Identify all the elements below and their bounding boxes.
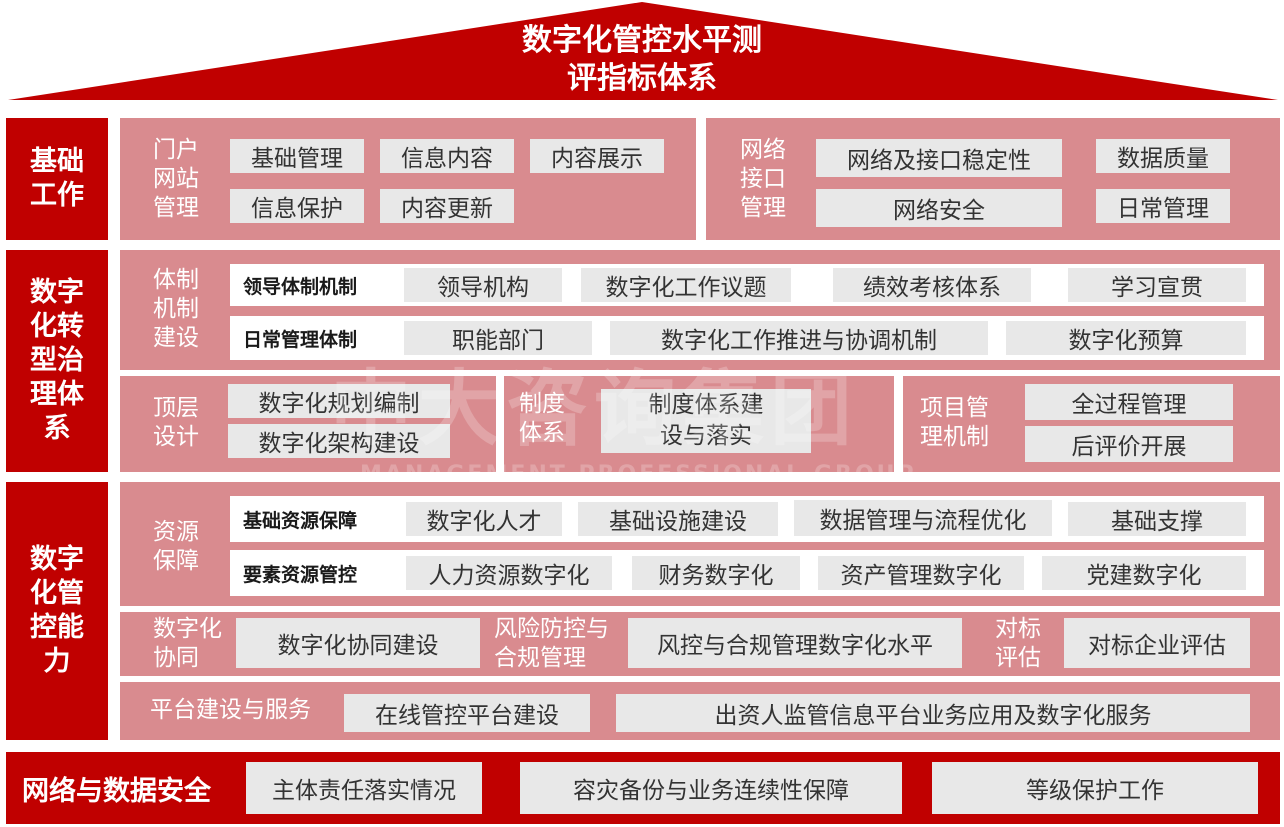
network-item-data-quality: 数据质量 <box>1096 139 1230 173</box>
project-label: 项目管 理机制 <box>920 395 989 450</box>
resource-row1-label: 基础资源保障 <box>243 509 358 532</box>
resource-item-finance: 财务数字化 <box>632 556 800 590</box>
resource-row2-label: 要素资源管控 <box>243 563 358 586</box>
portal-item-info-content: 信息内容 <box>380 139 514 173</box>
project-item-post-eval: 后评价开展 <box>1025 426 1233 462</box>
system-item-performance: 绩效考核体系 <box>833 268 1031 302</box>
benchmark-label: 对标 评估 <box>995 616 1041 671</box>
page-title: 数字化管控水平测 评指标体系 <box>522 23 762 96</box>
rules-label: 制度 体系 <box>519 391 565 446</box>
system-item-leader-org: 领导机构 <box>404 268 562 302</box>
section-label-governance: 数字 化转 型治 理体 系 <box>6 250 108 472</box>
security-item-level-protection: 等级保护工作 <box>932 762 1258 814</box>
system-row2-label: 日常管理体制 <box>243 328 358 351</box>
system-item-study: 学习宣贯 <box>1068 268 1246 302</box>
system-item-budget: 数字化预算 <box>1006 321 1246 355</box>
security-item-responsibility: 主体责任落实情况 <box>246 762 482 814</box>
system-item-agenda: 数字化工作议题 <box>581 268 791 302</box>
system-label: 体制 机制 建设 <box>153 267 199 351</box>
top-design-label: 顶层 设计 <box>153 395 199 450</box>
resource-item-party: 党建数字化 <box>1042 556 1246 590</box>
network-item-security: 网络安全 <box>816 189 1062 227</box>
portal-item-basic-mgmt: 基础管理 <box>230 139 364 173</box>
roof <box>8 2 1278 100</box>
system-item-coordination: 数字化工作推进与协调机制 <box>610 321 988 355</box>
system-item-dept: 职能部门 <box>404 321 592 355</box>
network-item-stability: 网络及接口稳定性 <box>816 139 1062 177</box>
rules-item: 制度体系建 设与落实 <box>601 389 811 453</box>
section-label-capability: 数字 化管 控能 力 <box>6 482 108 740</box>
roof-shape <box>8 2 1278 100</box>
network-label: 网络 接口 管理 <box>740 137 786 221</box>
resource-item-support: 基础支撑 <box>1068 502 1246 536</box>
system-row1-label: 领导体制机制 <box>243 275 358 298</box>
collab-item: 数字化协同建设 <box>236 618 480 668</box>
security-label: 网络与数据安全 <box>22 775 211 807</box>
platform-label: 平台建设与服务 <box>150 697 311 723</box>
resource-item-talent: 数字化人才 <box>406 502 562 536</box>
section-label-basic: 基础 工作 <box>6 118 108 240</box>
top-item-planning: 数字化规划编制 <box>228 384 450 418</box>
portal-item-content-display: 内容展示 <box>530 139 664 173</box>
watermark-brand: 中大咨询集团 <box>330 362 859 457</box>
risk-item: 风控与合规管理数字化水平 <box>628 618 962 668</box>
portal-item-info-protect: 信息保护 <box>230 189 364 223</box>
benchmark-item: 对标企业评估 <box>1064 618 1250 668</box>
risk-label: 风险防控与 合规管理 <box>494 616 609 671</box>
watermark-sub: MANAGEMENT PROFESSIONAL GROUP <box>360 462 917 487</box>
collab-label: 数字化 协同 <box>153 616 222 671</box>
project-item-full-process: 全过程管理 <box>1025 384 1233 420</box>
resource-item-asset: 资产管理数字化 <box>818 556 1024 590</box>
top-item-architecture: 数字化架构建设 <box>228 424 450 458</box>
platform-item-supervision: 出资人监管信息平台业务应用及数字化服务 <box>616 694 1250 732</box>
resource-item-infrastructure: 基础设施建设 <box>578 502 778 536</box>
portal-item-content-update: 内容更新 <box>380 189 514 223</box>
resource-label: 资源 保障 <box>153 519 199 574</box>
platform-item-online: 在线管控平台建设 <box>344 694 590 732</box>
network-item-daily: 日常管理 <box>1096 189 1230 223</box>
security-item-disaster-recovery: 容灾备份与业务连续性保障 <box>520 762 902 814</box>
resource-item-data-mgmt: 数据管理与流程优化 <box>794 500 1052 536</box>
resource-item-hr: 人力资源数字化 <box>406 556 612 590</box>
portal-label: 门户 网站 管理 <box>153 137 199 221</box>
